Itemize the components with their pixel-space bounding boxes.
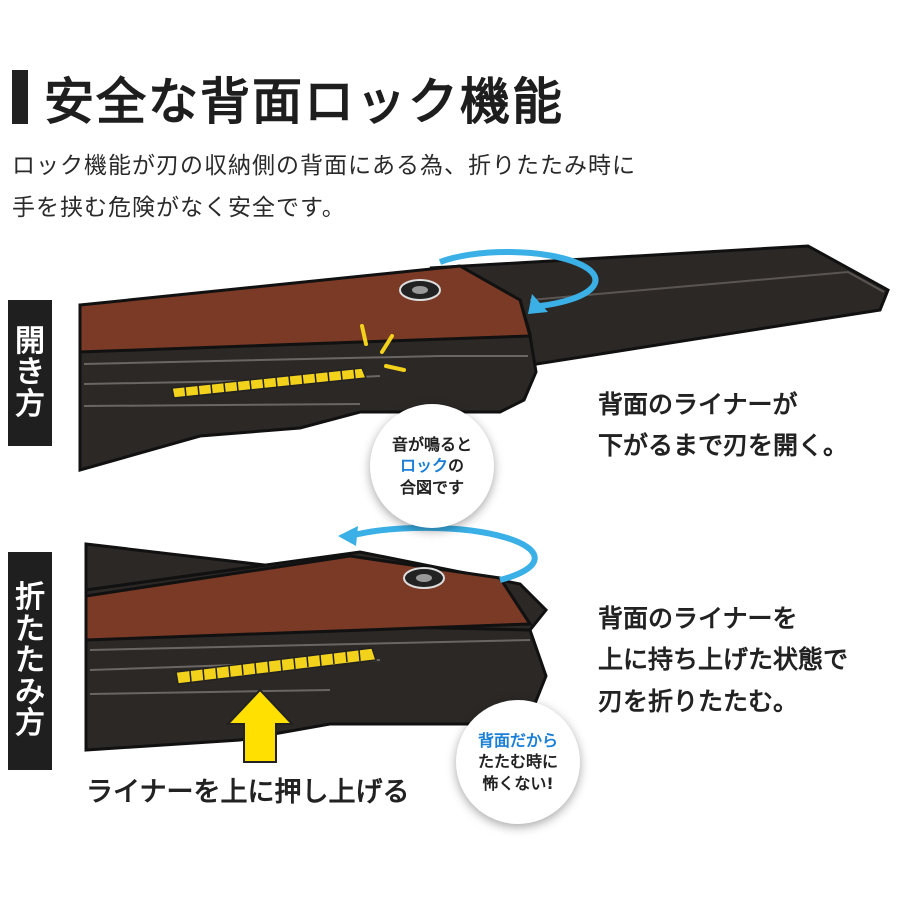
instruction-line: 刃を折りたたむ。 xyxy=(598,686,799,716)
bubble-text-line: 怖くない! xyxy=(482,773,554,793)
tab-fold-char-3: た xyxy=(15,643,45,679)
fold-rotate-arrow-icon xyxy=(349,524,538,583)
fold-instruction: 背面のライナーを 上に持ち上げた状態で 刃を折りたたむ。 xyxy=(598,598,848,722)
open-instruction: 背面のライナーが 下がるまで刃を開く。 xyxy=(598,384,848,467)
folded-knife xyxy=(84,524,549,763)
bubble-text-line: 合図です xyxy=(399,477,464,497)
lock-sound-bubble: 音が鳴ると ロックの 合図です xyxy=(370,404,494,528)
page-title: 安全な背面ロック機能 xyxy=(44,73,564,131)
title-accent-bar xyxy=(12,70,28,124)
description-line-2: 手を挟む危険がなく安全です。 xyxy=(12,195,346,221)
tab-fold-char-1: 折 xyxy=(15,580,45,616)
click-burst-icon xyxy=(360,324,406,372)
push-up-arrow-icon xyxy=(225,688,295,763)
tab-fold-char-2: た xyxy=(15,611,45,647)
bubble-highlight-text: 背面 xyxy=(477,730,510,750)
folded-liner xyxy=(175,647,378,685)
instruction-line: 下がるまで刃を開く。 xyxy=(598,431,849,461)
tab-fold-char-4: み xyxy=(15,674,45,710)
instruction-line: 上に持ち上げた状態で xyxy=(598,645,849,675)
instruction-line: 背面のライナーを xyxy=(598,604,798,633)
safe-fold-bubble: 背面だから たたむ時に 怖くない! xyxy=(456,700,580,824)
tab-fold-char-5: 方 xyxy=(15,706,45,742)
tab-open-char-1: 開 xyxy=(15,323,45,359)
tab-open-char-3: 方 xyxy=(15,386,45,422)
description-line-1: ロック機能が刃の収納側の背面にある為、折りたたみ時に xyxy=(12,153,636,179)
bubble-text-line: たたむ時に xyxy=(477,752,558,772)
bubble-highlight-text: ロック xyxy=(399,456,448,476)
bubble-text-fragment: だから xyxy=(510,730,559,750)
bubble-text-fragment: の xyxy=(448,456,465,476)
bubble-text-line: 音が鳴ると xyxy=(391,434,472,454)
push-liner-caption: ライナーを上に押し上げる xyxy=(86,777,410,808)
tab-open-method: 開 き 方 xyxy=(8,300,52,446)
open-liner xyxy=(171,367,368,399)
open-rotate-arrow-icon xyxy=(438,248,599,309)
instruction-line: 背面のライナーが xyxy=(598,390,798,419)
open-knife xyxy=(78,244,890,472)
tab-open-char-2: き xyxy=(15,355,45,391)
tab-fold-method: 折 た た み 方 xyxy=(8,552,52,770)
open-handle-wood xyxy=(78,264,532,354)
